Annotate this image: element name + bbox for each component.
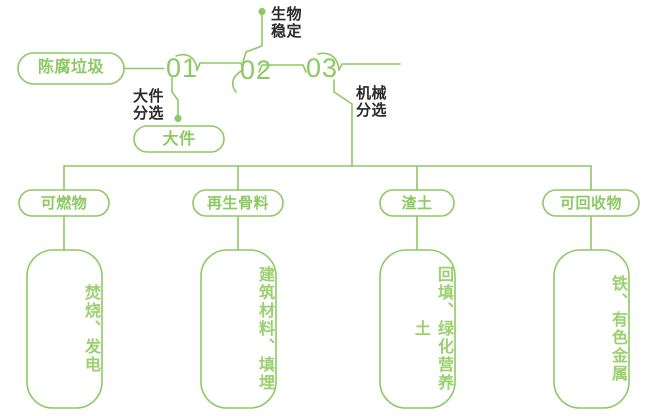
step-number-01[interactable]: 01 — [166, 53, 199, 83]
link-03-down — [333, 79, 353, 167]
step-annotation-02: 生物 稳定 — [271, 6, 303, 41]
usage-text-2: 建筑材料、填埋 — [256, 266, 273, 392]
node-dot-01-output — [174, 114, 182, 123]
link-01-down — [171, 77, 179, 119]
usage-box-4 — [553, 249, 630, 409]
usage-box-3 — [379, 249, 456, 409]
node-dot-02-output — [258, 7, 266, 16]
category-label-2: 再生骨料 — [206, 195, 269, 212]
source-label: 陈腐垃圾 — [37, 59, 104, 76]
usage-text-4: 铁、有色金属 — [609, 275, 626, 383]
step-annotation-01: 大件 分选 — [133, 88, 165, 123]
step-number-02[interactable]: 02 — [240, 55, 273, 85]
arc-02-bottom-left — [231, 69, 244, 93]
usage-text-1: 焚烧、发电 — [82, 284, 99, 374]
category-label-3: 渣土 — [401, 195, 433, 212]
link-02-to-03 — [258, 64, 307, 73]
byproduct-pill-daijian — [133, 125, 225, 153]
step-number-03[interactable]: 03 — [306, 53, 339, 83]
usage-box-1 — [26, 249, 103, 409]
link-into-02-left — [196, 62, 201, 71]
byproduct-label-daijian: 大件 — [162, 131, 196, 148]
usage-box-2 — [200, 249, 277, 409]
arc-03-top — [317, 52, 340, 71]
arc-01-top — [175, 54, 198, 71]
usage-text-3: 回填、绿化营养土 — [411, 266, 452, 392]
category-label-1: 可燃物 — [40, 195, 88, 212]
step-annotation-03: 机械 分选 — [356, 85, 388, 120]
link-03-right-tail — [338, 63, 401, 71]
link-01-to-02 — [196, 62, 244, 71]
link-02-up — [242, 11, 263, 63]
category-label-4: 可回收物 — [559, 195, 622, 212]
